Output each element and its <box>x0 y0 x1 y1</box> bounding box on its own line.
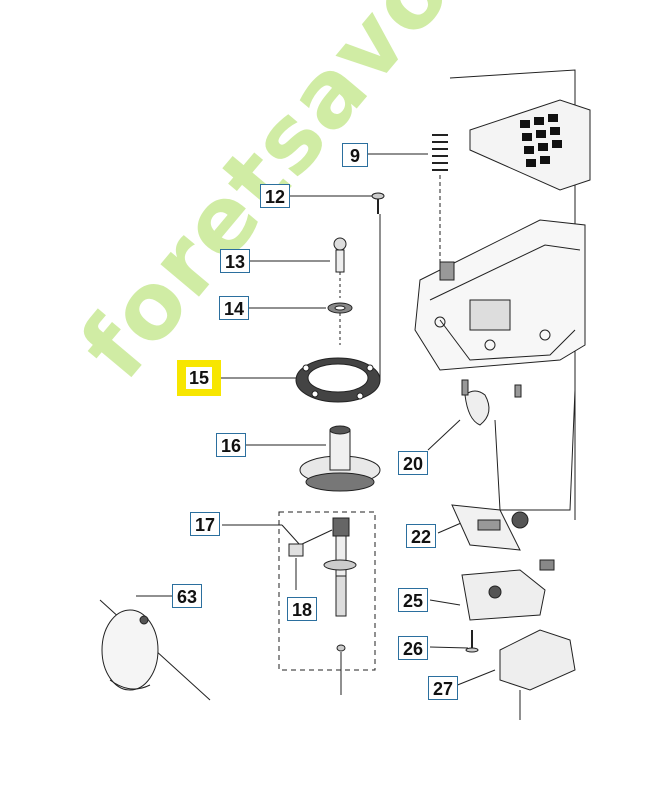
callout-15-label: 15 <box>185 367 213 389</box>
hub-part <box>245 425 381 492</box>
callout-9[interactable]: 9 <box>342 143 368 167</box>
lever-part <box>427 379 576 511</box>
callout-13[interactable]: 13 <box>220 249 251 273</box>
bracket-part <box>429 569 546 621</box>
callout-18[interactable]: 18 <box>287 597 318 621</box>
shaft-assembly <box>222 511 376 695</box>
washer-part <box>247 302 353 345</box>
lower-housing-part <box>454 629 576 720</box>
seal-ring-part <box>219 357 381 403</box>
callout-26[interactable]: 26 <box>398 636 429 660</box>
spring-part <box>362 134 448 270</box>
control-panel-housing <box>414 69 591 520</box>
callout-27[interactable]: 27 <box>428 676 459 700</box>
callout-63[interactable]: 63 <box>172 584 203 608</box>
callout-25[interactable]: 25 <box>398 588 429 612</box>
callout-15-highlighted[interactable]: 15 <box>177 360 221 396</box>
callout-20[interactable]: 20 <box>398 451 429 475</box>
callout-12[interactable]: 12 <box>260 184 291 208</box>
pin-part <box>250 237 347 298</box>
callout-17[interactable]: 17 <box>190 512 221 536</box>
callout-16[interactable]: 16 <box>216 433 247 457</box>
lid-part <box>99 595 211 701</box>
callout-22[interactable]: 22 <box>406 524 437 548</box>
slider-part <box>437 504 555 571</box>
small-screw-part <box>429 630 479 653</box>
screw-part <box>287 192 385 380</box>
callout-14[interactable]: 14 <box>219 296 250 320</box>
